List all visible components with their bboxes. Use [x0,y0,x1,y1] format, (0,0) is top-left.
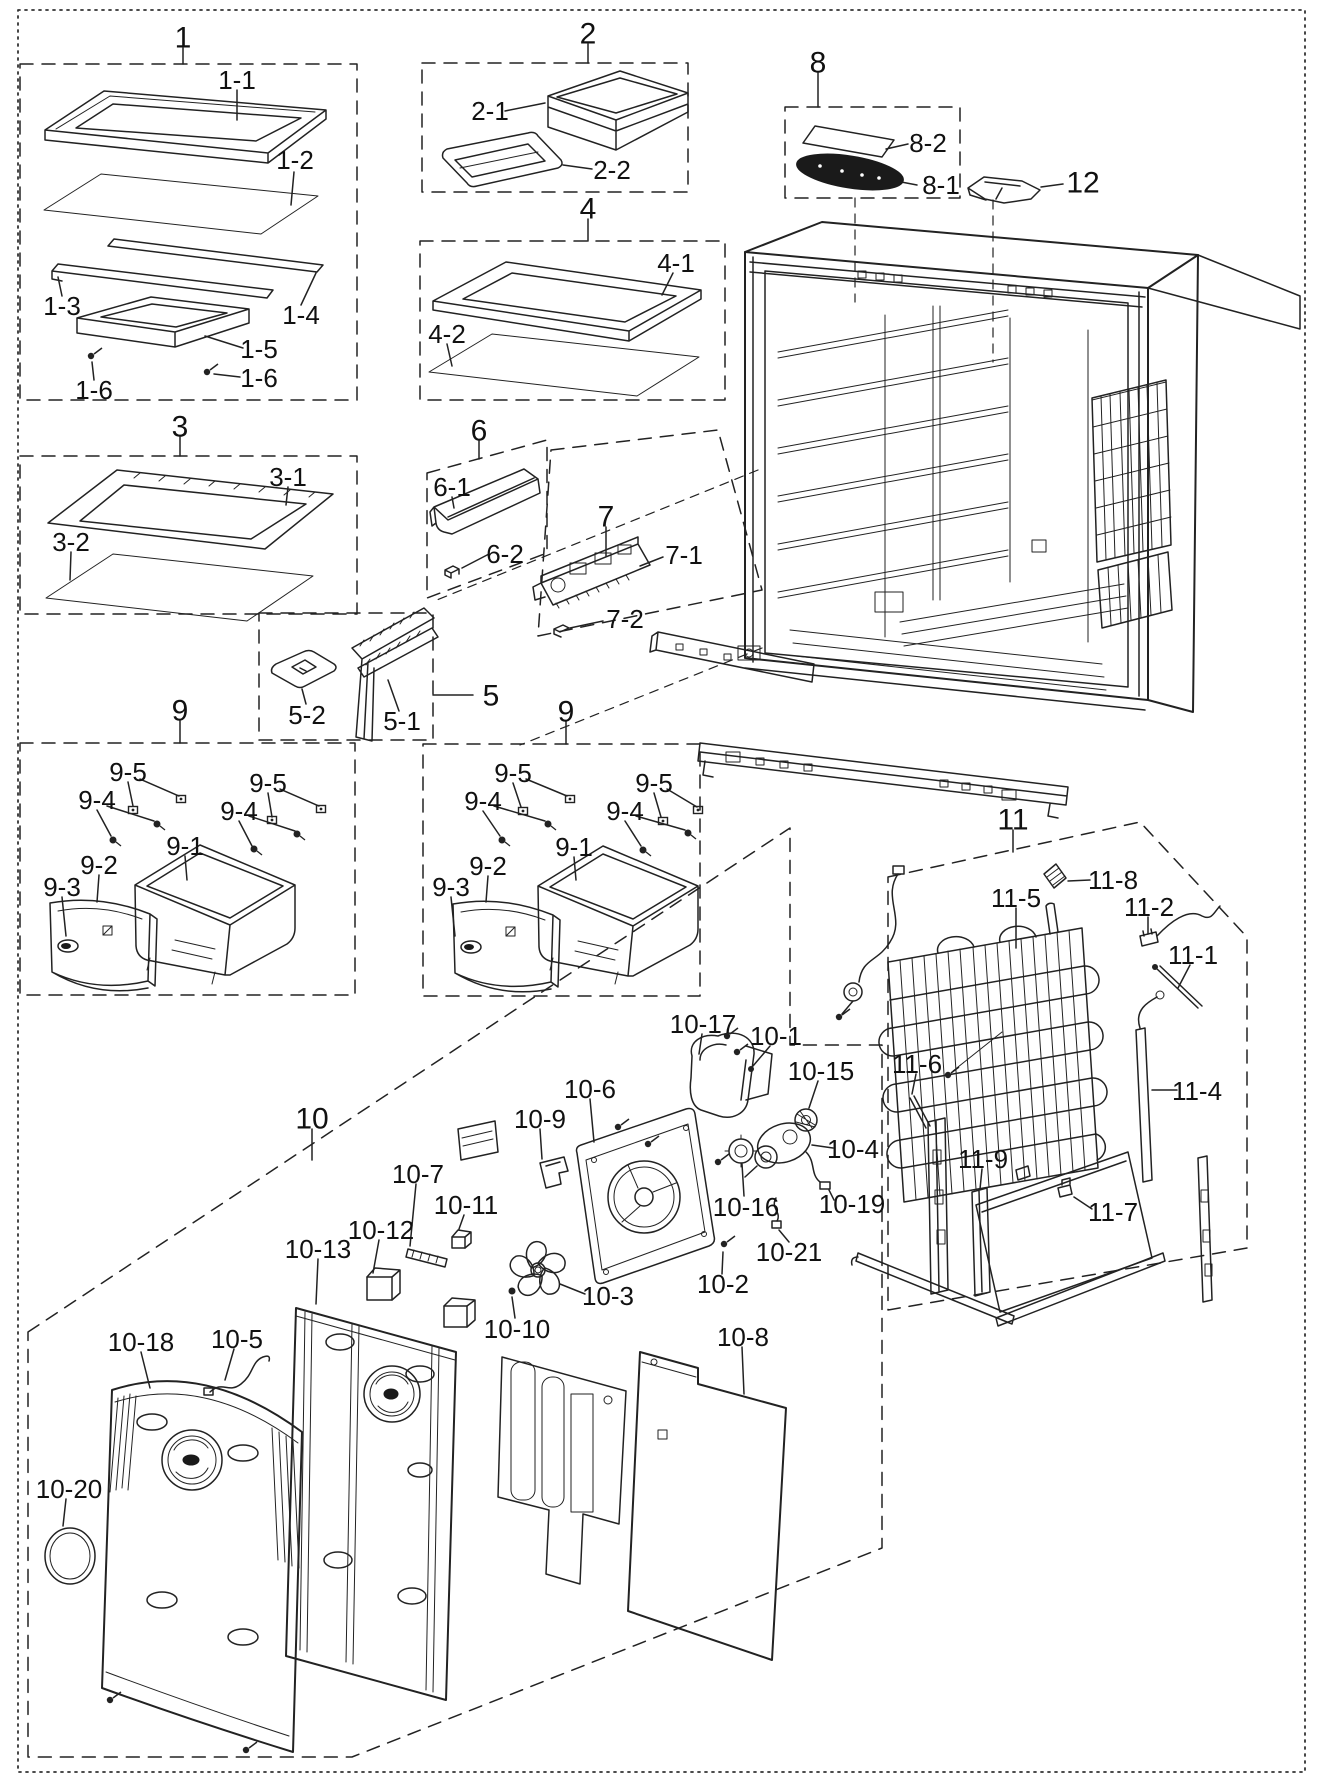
callout-7-1: 7-1 [665,540,703,570]
callout-10-19: 10-19 [819,1189,886,1219]
callout-10-9: 10-9 [514,1104,566,1134]
group-9-bin-right [422,720,704,997]
callout-11-2: 11-2 [1124,892,1174,922]
callout-9-3: 9-3 [43,872,81,902]
callout-1-3: 1-3 [43,291,81,321]
callout-10-3: 10-3 [582,1281,634,1311]
callout-8-2: 8-2 [909,128,947,158]
callout-11-7: 11-7 [1088,1197,1138,1227]
group-9-bin-left [19,720,356,996]
group-7-control-assembly [532,429,763,638]
callout-10-12: 10-12 [348,1215,415,1245]
callout-5: 5 [483,680,500,713]
group-5-bracket-assembly [258,607,474,742]
callout-11-9: 11-9 [958,1144,1008,1174]
callout-10-18: 10-18 [108,1327,175,1357]
callout-11-1: 11-1 [1168,940,1218,970]
callout-9-1b: 9-1 [555,832,593,862]
callout-11: 11 [997,804,1028,837]
callout-10-10: 10-10 [484,1314,551,1344]
callout-9-2: 9-2 [80,850,118,880]
bracket-12 [967,176,1041,204]
callout-10-7: 10-7 [392,1159,444,1189]
callout-10-13: 10-13 [285,1234,352,1264]
group-4-shelf-assembly [419,218,726,401]
callout-3-2: 3-2 [52,527,90,557]
callout-6-1: 6-1 [433,472,471,502]
callout-1-6: 1-6 [75,375,113,405]
callout-11-4: 11-4 [1172,1076,1222,1106]
callout-11-8: 11-8 [1088,865,1138,895]
callout-1-4: 1-4 [282,300,320,330]
callout-9-4: 9-4 [78,785,116,815]
callout-3: 3 [172,411,189,444]
group-1-shelf-assembly [19,47,358,401]
callout-10-6: 10-6 [564,1074,616,1104]
callout-2-2: 2-2 [593,155,631,185]
callout-4-2: 4-2 [428,319,466,349]
callout-11-5: 11-5 [991,883,1041,913]
callout-1-6b: 1-6 [240,363,278,393]
callout-9-left: 9 [172,695,189,728]
callout-2: 2 [580,18,597,51]
callout-9-4d: 9-4 [606,796,644,826]
callout-10-17: 10-17 [670,1009,737,1039]
callout-10: 10 [295,1103,328,1136]
callout-9-2b: 9-2 [469,851,507,881]
callout-9-5b: 9-5 [249,768,287,798]
callout-9-4c: 9-4 [464,786,502,816]
callout-12: 12 [1066,167,1099,200]
callout-7: 7 [598,501,615,534]
callout-10-20: 10-20 [36,1474,103,1504]
group-11-evaporator [835,821,1248,1327]
callout-10-21: 10-21 [756,1237,823,1267]
callout-10-4: 10-4 [827,1134,879,1164]
callout-5-1: 5-1 [383,706,421,736]
callout-1: 1 [175,22,192,55]
callout-2-1: 2-1 [471,96,509,126]
freezer-cabinet [431,221,1301,819]
callout-11-6: 11-6 [892,1049,942,1079]
callout-10-2: 10-2 [697,1269,749,1299]
callout-6-2: 6-2 [486,539,524,569]
callout-9-right: 9 [558,696,575,729]
group-2-drawer-assembly [421,43,689,193]
callout-4: 4 [580,193,597,226]
group-8-lamp-assembly [784,72,1064,363]
callout-8-1: 8-1 [922,170,960,200]
callout-10-8: 10-8 [717,1322,769,1352]
callout-10-16: 10-16 [713,1192,780,1222]
callout-4-1: 4-1 [657,248,695,278]
callout-1-1: 1-1 [218,65,256,95]
callout-9-5d: 9-5 [635,768,673,798]
callout-9-1: 9-1 [166,831,204,861]
callout-9-3b: 9-3 [432,872,470,902]
group-3-shelf-assembly [19,436,358,622]
callout-10-5: 10-5 [211,1324,263,1354]
callout-10-1: 10-1 [750,1021,802,1051]
callout-10-11: 10-11 [434,1190,499,1220]
callout-9-5c: 9-5 [494,758,532,788]
lamp-cover-8-1 [796,153,904,191]
callout-1-5: 1-5 [240,334,278,364]
page-border [17,9,1306,1773]
callout-10-15: 10-15 [788,1056,855,1086]
group-6-rail-assembly [426,439,548,599]
callout-5-2: 5-2 [288,700,326,730]
callout-7-2: 7-2 [606,604,644,634]
group-10-fan-and-covers [27,827,883,1758]
callout-6: 6 [471,415,488,448]
callout-1-2: 1-2 [276,145,314,175]
callout-labels: 1 1-1 1-2 1-3 1-4 1-5 1-6 1-6 2 2-1 2-2 … [36,18,1222,1505]
callout-3-1: 3-1 [269,462,307,492]
callout-9-4b: 9-4 [220,796,258,826]
callout-9-5: 9-5 [109,757,147,787]
callout-8: 8 [810,47,827,80]
